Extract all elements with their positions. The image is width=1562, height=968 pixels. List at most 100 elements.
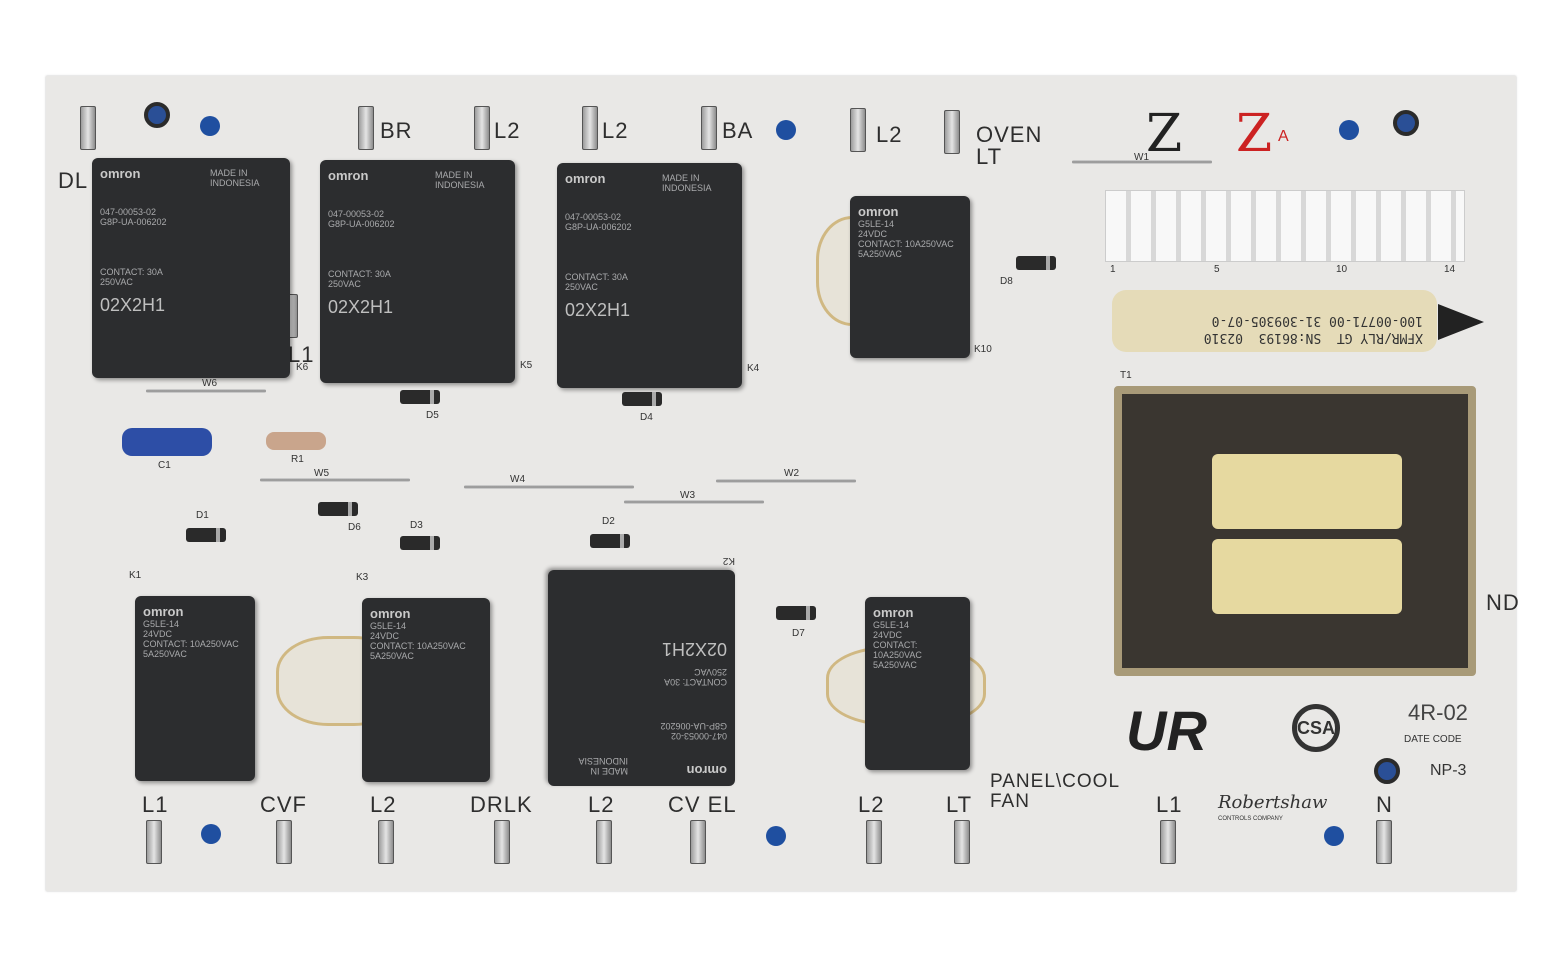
relay-code: 02X2H1: [100, 295, 166, 315]
terminal-cvf[interactable]: [276, 820, 292, 864]
relay-part: 047-00053-02: [100, 207, 157, 217]
jumper-w2: [716, 479, 856, 483]
label-lt: LT: [946, 792, 973, 817]
relay-origin: MADE IN INDONESIA: [435, 170, 485, 190]
label-gnd: ND: [1486, 590, 1520, 615]
label-cv-el: CV EL: [668, 792, 737, 817]
relay-model: G8P-UA-006202: [565, 222, 632, 232]
label-l1: L1: [142, 792, 169, 817]
relay-brand: omron: [565, 171, 606, 186]
capacitor-c1: [122, 428, 212, 456]
ref-r1: R1: [291, 454, 304, 465]
relay-part: 047-00053-02: [670, 731, 727, 741]
manufacturer-logo: Robertshaw: [1218, 792, 1328, 813]
label-ba: BA: [722, 118, 754, 143]
ref-d7: D7: [792, 628, 805, 639]
diode-d1: [186, 528, 226, 542]
relay-contact: CONTACT: 10A250VAC 5A250VAC: [370, 641, 466, 661]
relay-model: G5LE-14: [143, 619, 180, 629]
relay-origin: MADE IN INDONESIA: [578, 756, 628, 776]
label-l1: L1: [1156, 792, 1183, 817]
relay-brand: omron: [370, 606, 411, 621]
label-oven-lt: OVEN LT: [976, 122, 1043, 169]
via: [200, 116, 220, 136]
relay-contact: CONTACT: 10A250VAC 5A250VAC: [143, 639, 239, 659]
terminal-tab: [582, 106, 598, 150]
relay-origin: MADE IN INDONESIA: [210, 168, 260, 188]
date-code-value: 4R-02: [1408, 700, 1468, 725]
terminal-l2[interactable]: [378, 820, 394, 864]
sticker-serial: SN:86193: [1258, 330, 1322, 345]
diode-d7: [776, 606, 816, 620]
jumper-w3: [624, 500, 764, 504]
relay-k4: omron MADE IN INDONESIA 047-00053-02 G8P…: [557, 163, 759, 388]
relay-contact: CONTACT: 10A250VAC 5A250VAC: [858, 239, 954, 259]
handwritten-mark: Z: [1236, 104, 1273, 164]
terminal-l2[interactable]: [866, 820, 882, 864]
diode-d5: [400, 390, 440, 404]
relay-brand: omron: [873, 605, 914, 620]
ref-w1: W1: [1134, 152, 1149, 163]
relay-code: 02X2H1: [328, 297, 394, 317]
relay-contact: CONTACT: 30A 250VAC: [664, 667, 727, 687]
label-l2: L2: [858, 792, 885, 817]
relay-k10: omron G5LE-14 24VDC CONTACT: 10A250VAC 5…: [850, 196, 992, 358]
manufacturer-sub: CONTROLS COMPANY: [1218, 816, 1283, 822]
terminal-cv-el[interactable]: [690, 820, 706, 864]
terminal-drlk[interactable]: [494, 820, 510, 864]
terminal-l1[interactable]: [146, 820, 162, 864]
date-code-label: DATE CODE: [1404, 734, 1462, 745]
terminal-l1[interactable]: [1160, 820, 1176, 864]
diode-d3: [400, 536, 440, 550]
ref-k1: K1: [129, 570, 142, 581]
label-drlk: DRLK: [470, 792, 533, 817]
transformer-t1: [1114, 386, 1476, 676]
relay-code: 02X2H1: [565, 300, 631, 320]
relay-brand: omron: [143, 604, 184, 619]
relay-brand: omron: [100, 166, 141, 181]
relay-k2: omron MADE IN INDONESIA 047-00053-02 G8P…: [548, 555, 735, 786]
pin-label: 14: [1444, 264, 1456, 275]
relay-model: G5LE-14: [873, 620, 910, 630]
ref-d1: D1: [196, 510, 209, 521]
serial-sticker: XFMR/RLY GT SN:86193 02310 100-00771-00 …: [1112, 290, 1437, 352]
relay-code: 02X2H1: [661, 639, 727, 659]
diode-d8: [1016, 256, 1056, 270]
resistor-r1: [266, 432, 326, 450]
ref-w4: W4: [510, 474, 525, 485]
relay-model: G5LE-14: [370, 621, 407, 631]
ref-k4: K4: [747, 363, 760, 374]
diode-d4: [622, 392, 662, 406]
jumper-w4: [464, 485, 634, 489]
relay-contact: CONTACT: 30A 250VAC: [565, 272, 628, 292]
terminal-tab: [474, 106, 490, 150]
pin-label: 5: [1214, 264, 1220, 275]
ref-w6: W6: [202, 378, 217, 389]
terminal-tab: [80, 106, 96, 150]
terminal-tab: [850, 108, 866, 152]
relay-model: G8P-UA-006202: [100, 217, 167, 227]
via: [776, 120, 796, 140]
csa-logo: CSA: [1292, 704, 1340, 752]
relay-contact: CONTACT: 30A 250VAC: [100, 267, 163, 287]
terminal-l2[interactable]: [596, 820, 612, 864]
relay-k5: omron MADE IN INDONESIA 047-00053-02 G8P…: [320, 160, 532, 383]
label-dl: DL: [58, 168, 89, 193]
relay-brand: omron: [858, 204, 899, 219]
ref-k10: K10: [974, 344, 992, 355]
relay-brand: omron: [328, 168, 369, 183]
ur-logo: UR: [1126, 699, 1207, 762]
terminal-n[interactable]: [1376, 820, 1392, 864]
handwritten-mark: A: [1278, 128, 1289, 145]
terminal-lt[interactable]: [954, 820, 970, 864]
ref-d8: D8: [1000, 276, 1013, 287]
relay-model: G8P-UA-006202: [660, 721, 727, 731]
relay-k3: omron G5LE-14 24VDC CONTACT: 10A250VAC 5…: [356, 572, 490, 782]
transformer-coil: [1212, 454, 1402, 529]
sticker-line: 02310: [1203, 330, 1243, 345]
connector-header[interactable]: [1105, 190, 1465, 262]
relay-contact: CONTACT: 10A250VAC 5A250VAC: [873, 640, 922, 670]
label-l2: L2: [494, 118, 521, 143]
jumper-w5: [260, 478, 410, 482]
diode-d2: [590, 534, 630, 548]
